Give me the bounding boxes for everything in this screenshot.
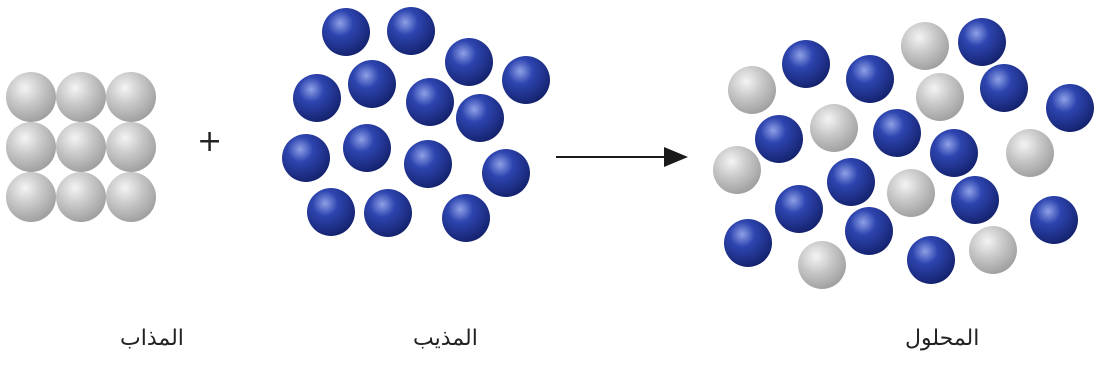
solute-particles bbox=[6, 72, 156, 222]
solvent-particle bbox=[404, 140, 452, 188]
solvent-particle bbox=[775, 185, 823, 233]
solvent-particle bbox=[724, 219, 772, 267]
solvent-particle bbox=[846, 55, 894, 103]
solvent-particle bbox=[1030, 196, 1078, 244]
solvent-particle bbox=[907, 236, 955, 284]
solvent-particle bbox=[348, 60, 396, 108]
solvent-particle bbox=[482, 149, 530, 197]
solute-particle bbox=[1006, 129, 1054, 177]
solvent-particles bbox=[282, 7, 550, 242]
solvent-particle bbox=[445, 38, 493, 86]
solvent-particle bbox=[343, 124, 391, 172]
solvent-particle bbox=[387, 7, 435, 55]
solute-particle bbox=[6, 122, 56, 172]
solute-particle bbox=[56, 172, 106, 222]
solvent-particle bbox=[958, 18, 1006, 66]
solvent-particle bbox=[782, 40, 830, 88]
solvent-particle bbox=[827, 158, 875, 206]
solvent-particle bbox=[845, 207, 893, 255]
solute-particle bbox=[713, 146, 761, 194]
solvent-label: المذيب bbox=[413, 326, 478, 351]
solute-particle bbox=[810, 104, 858, 152]
solvent-particle bbox=[293, 74, 341, 122]
solute-particle bbox=[56, 122, 106, 172]
solvent-particle bbox=[364, 189, 412, 237]
solute-particle bbox=[728, 66, 776, 114]
solvent-particle bbox=[873, 109, 921, 157]
solute-particle bbox=[798, 241, 846, 289]
solute-particle bbox=[56, 72, 106, 122]
solvent-particle bbox=[322, 8, 370, 56]
solvent-particle bbox=[930, 129, 978, 177]
solute-particle bbox=[916, 73, 964, 121]
solute-particle bbox=[106, 72, 156, 122]
solvent-particle bbox=[951, 176, 999, 224]
plus-sign: + bbox=[197, 124, 223, 159]
solvent-particle bbox=[502, 56, 550, 104]
solute-particle bbox=[6, 72, 56, 122]
solvent-particle bbox=[442, 194, 490, 242]
solute-particle bbox=[106, 122, 156, 172]
solute-particle bbox=[969, 226, 1017, 274]
solute-particle bbox=[6, 172, 56, 222]
solution-particles bbox=[713, 18, 1094, 289]
solvent-particle bbox=[406, 78, 454, 126]
solute-particle bbox=[901, 22, 949, 70]
solute-particle bbox=[106, 172, 156, 222]
solvent-particle bbox=[307, 188, 355, 236]
solute-particle bbox=[887, 169, 935, 217]
solvent-particle bbox=[282, 134, 330, 182]
solvent-particle bbox=[1046, 84, 1094, 132]
solvent-particle bbox=[755, 115, 803, 163]
solution-label: المحلول bbox=[905, 326, 980, 351]
solvent-particle bbox=[456, 94, 504, 142]
solute-label: المذاب bbox=[120, 326, 184, 351]
solvent-particle bbox=[980, 64, 1028, 112]
